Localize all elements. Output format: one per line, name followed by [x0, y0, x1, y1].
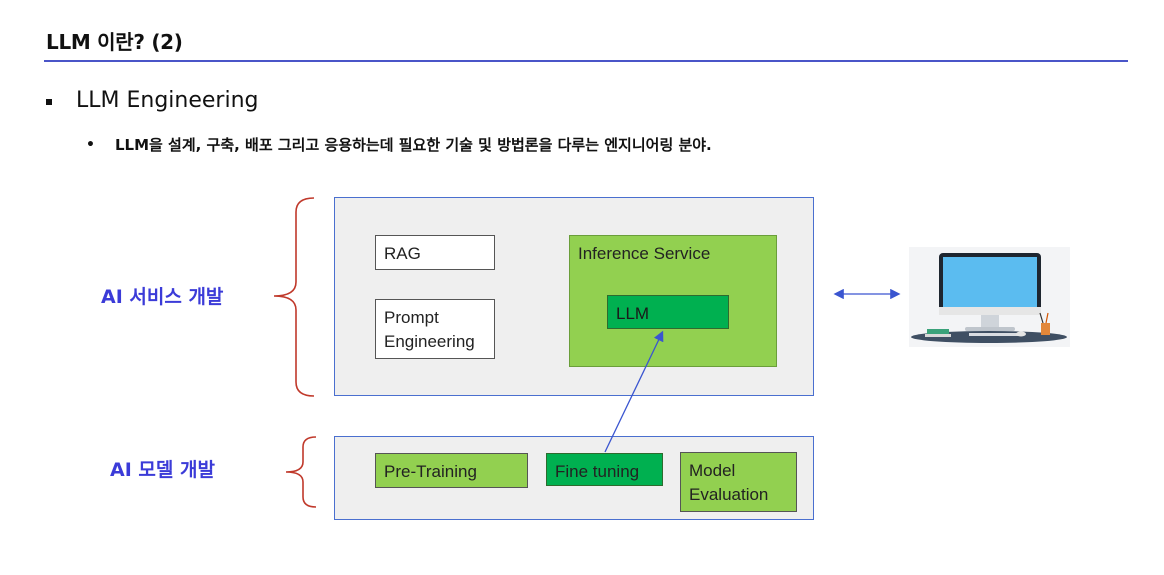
ai-model-dev-label: AI 모델 개발 — [110, 459, 215, 481]
ai-service-dev-label: AI 서비스 개발 — [101, 286, 224, 308]
llm-box: LLM — [607, 295, 729, 329]
model-evaluation-box: Model Evaluation — [680, 452, 797, 512]
title-divider — [44, 60, 1128, 62]
evaluation-line1: Model — [689, 461, 736, 480]
evaluation-line2: Evaluation — [689, 485, 769, 504]
service-brace-icon — [273, 197, 315, 397]
bullet-llm-engineering: LLM Engineering — [46, 88, 259, 113]
bullet-definition: • LLM을 설계, 구축, 배포 그리고 응용하는데 필요한 기술 및 방법론… — [86, 134, 712, 155]
bullet-llm-engineering-text: LLM Engineering — [76, 88, 259, 113]
pre-training-box: Pre-Training — [375, 453, 528, 488]
rag-box: RAG — [375, 235, 495, 270]
slide-title: LLM 이란? (2) — [46, 30, 183, 54]
model-brace-icon — [285, 436, 317, 508]
bullet-definition-text: LLM을 설계, 구축, 배포 그리고 응용하는데 필요한 기술 및 방법론을 … — [114, 136, 712, 154]
desktop-computer-icon — [909, 247, 1070, 347]
prompt-engineering-box: Prompt Engineering — [375, 299, 495, 359]
fine-tuning-box: Fine tuning — [546, 453, 663, 486]
prompt-line2: Engineering — [384, 332, 475, 351]
dot-bullet-icon: • — [86, 136, 95, 153]
prompt-line1: Prompt — [384, 308, 439, 327]
square-bullet-icon — [46, 98, 52, 105]
